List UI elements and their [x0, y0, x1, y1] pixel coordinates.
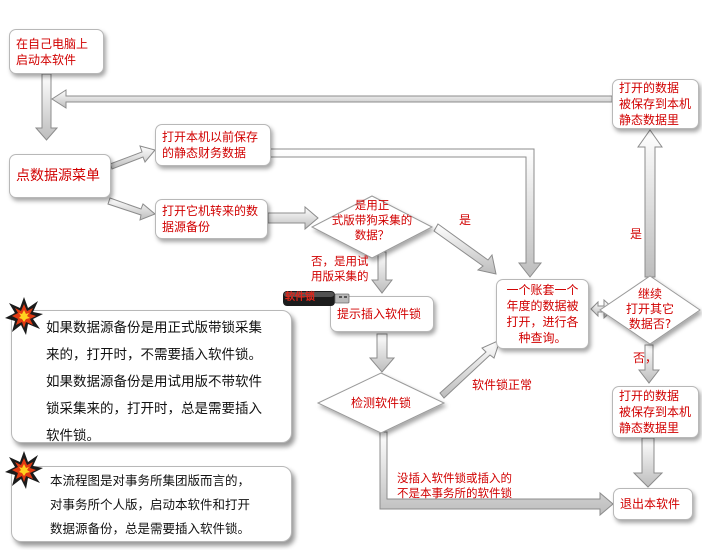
continue-diamond	[599, 275, 701, 345]
arrow-decision-to-prompt	[370, 251, 394, 294]
arrow-start-to-menu	[34, 73, 59, 141]
arrow-check-to-exit	[379, 431, 614, 517]
arrow-save-bottom-to-exit	[632, 437, 664, 488]
note-2-line: 本流程图是对事务所集团版而言的，	[50, 473, 251, 488]
edge-label-yes2: 是	[630, 227, 643, 241]
arrow-continue-to-save-bottom	[637, 344, 661, 384]
note-box-2: 本流程图是对事务所集团版而言的， 对事务所个人版，启动本软件和打开 数据源备份，…	[11, 466, 292, 542]
arrow-decision-to-account	[433, 223, 497, 275]
note-1-line: 软件锁。	[46, 428, 100, 444]
edge-label-lock-ok: 软件锁正常	[472, 378, 533, 392]
arrow-prompt-to-check	[368, 333, 396, 373]
node-menu: 点数据源菜单	[9, 154, 111, 198]
node-exit: 退出本软件	[613, 488, 693, 520]
note-1-line: 如果数据源备份是用试用版不带软件	[46, 374, 262, 390]
note-2-line: 数据源备份，总是需要插入软件锁。	[50, 521, 251, 536]
node-open-local: 打开本机以前保存 的静态财务数据	[155, 124, 271, 166]
explosion-icon	[5, 451, 43, 489]
edge-label-no-trial: 否，是用试 用版采集的	[311, 254, 369, 283]
arrow-local-to-account	[269, 148, 543, 278]
node-continue: 继续 打开其它 数据否?	[625, 287, 674, 331]
node-prompt-insert: 提示插入软件锁	[330, 296, 434, 332]
node-start: 在自己电脑上 启动本软件	[9, 29, 104, 74]
arrow-save-top-to-start	[51, 89, 613, 109]
arrow-other-to-decision	[267, 205, 319, 231]
node-check-lock: 检测软件锁	[350, 396, 411, 410]
usb-dongle-icon: 软件锁	[282, 288, 352, 310]
edge-label-no-lock: 没插入软件锁或插入的 不是本事务所的软件锁	[397, 471, 512, 500]
node-save-top: 打开的数据 被保存到本机 静态数据里	[612, 79, 699, 129]
arrow-menu-to-local	[109, 145, 156, 170]
note-2-line: 对事务所个人版，启动本软件和打开	[50, 497, 251, 512]
arrow-continue-to-save-top	[637, 129, 663, 278]
usb-dongle-label: 软件锁	[285, 292, 315, 303]
edge-label-yes1: 是	[459, 213, 472, 227]
check-lock-diamond	[316, 372, 446, 434]
note-1-line: 如果数据源备份是用正式版带锁采集	[46, 320, 262, 336]
arrow-check-to-account	[439, 339, 501, 399]
node-account-open: 一个账套一个 年度的数据被 打开，进行各 种查询。	[496, 279, 589, 349]
node-open-other: 打开它机转来的数 据源备份	[155, 199, 268, 239]
note-1-line: 来的，打开时，不需要插入软件锁。	[46, 347, 262, 363]
edge-label-no2: 否，	[633, 351, 658, 365]
note-box-1: 如果数据源备份是用正式版带锁采集 来的，打开时，不需要插入软件锁。 如果数据源备…	[11, 310, 292, 444]
arrow-menu-to-other	[107, 197, 156, 221]
note-1-line: 锁采集来的，打开时，总是需要插入	[46, 401, 262, 417]
decision-dongle-diamond	[310, 195, 434, 259]
node-decision-dongle: 是用正 式版带狗采集的 数据？	[331, 198, 413, 242]
node-save-bottom: 打开的数据 被保存到本机 静态数据里	[612, 386, 699, 438]
explosion-icon	[5, 297, 43, 335]
